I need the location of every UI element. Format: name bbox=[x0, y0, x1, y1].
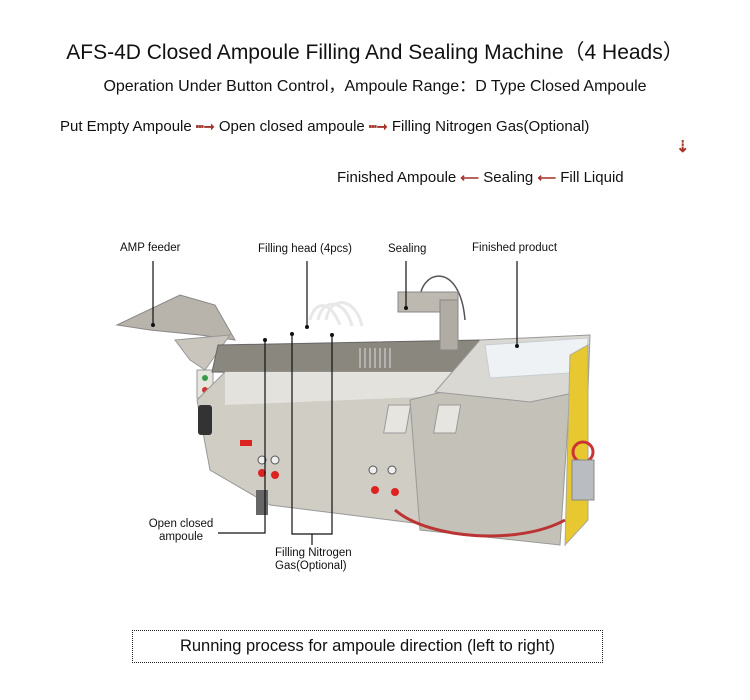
arrow-down-icon: ⇣ bbox=[676, 139, 690, 156]
amp-feeder-hopper bbox=[115, 294, 236, 341]
callout-text: Open closed bbox=[148, 518, 214, 530]
arrow-right-icon: ┅➞ bbox=[368, 119, 388, 134]
flow-step-sealing: Sealing bbox=[483, 169, 534, 186]
valves bbox=[240, 440, 399, 496]
callout-amp-feeder: AMP feeder bbox=[120, 242, 181, 254]
handwheel bbox=[198, 405, 212, 435]
page-title: AFS-4D Closed Ampoule Filling And Sealin… bbox=[66, 41, 684, 64]
flow-step-fill-liquid: Fill Liquid bbox=[560, 169, 624, 186]
arrow-left-icon: ⟵ bbox=[460, 170, 480, 185]
callout-filling-head: Filling head (4pcs) bbox=[258, 243, 352, 255]
arrow-left-icon: ⟵ bbox=[537, 170, 557, 185]
flow-row-2: Finished Ampoule ⟵ Sealing ⟵ Fill Liquid bbox=[337, 169, 624, 186]
callout-lines bbox=[152, 261, 518, 545]
page-subtitle: Operation Under Button Control，Ampoule R… bbox=[103, 78, 647, 95]
flow-row-1: Put Empty Ampoule ┅➞ Open closed ampoule… bbox=[60, 118, 589, 135]
callout-open-closed-ampoule: Open closed ampoule bbox=[140, 518, 222, 544]
callout-text: Filling Nitrogen bbox=[275, 547, 352, 559]
process-direction-caption: Running process for ampoule direction (l… bbox=[132, 630, 603, 663]
callout-finished-product: Finished product bbox=[472, 242, 558, 254]
arrow-right-icon: ┅➞ bbox=[195, 119, 215, 134]
flow-step-finished: Finished Ampoule bbox=[337, 169, 457, 186]
flow-step-nitrogen: Filling Nitrogen Gas(Optional) bbox=[391, 118, 590, 135]
flow-step-put-empty: Put Empty Ampoule bbox=[60, 118, 192, 135]
callout-sealing: Sealing bbox=[388, 243, 427, 255]
callout-filling-nitrogen: Filling Nitrogen Gas(Optional) bbox=[275, 547, 352, 573]
flow-step-open: Open closed ampoule bbox=[218, 118, 365, 135]
callout-text: ampoule bbox=[158, 531, 204, 543]
callout-text: Gas(Optional) bbox=[275, 560, 347, 572]
